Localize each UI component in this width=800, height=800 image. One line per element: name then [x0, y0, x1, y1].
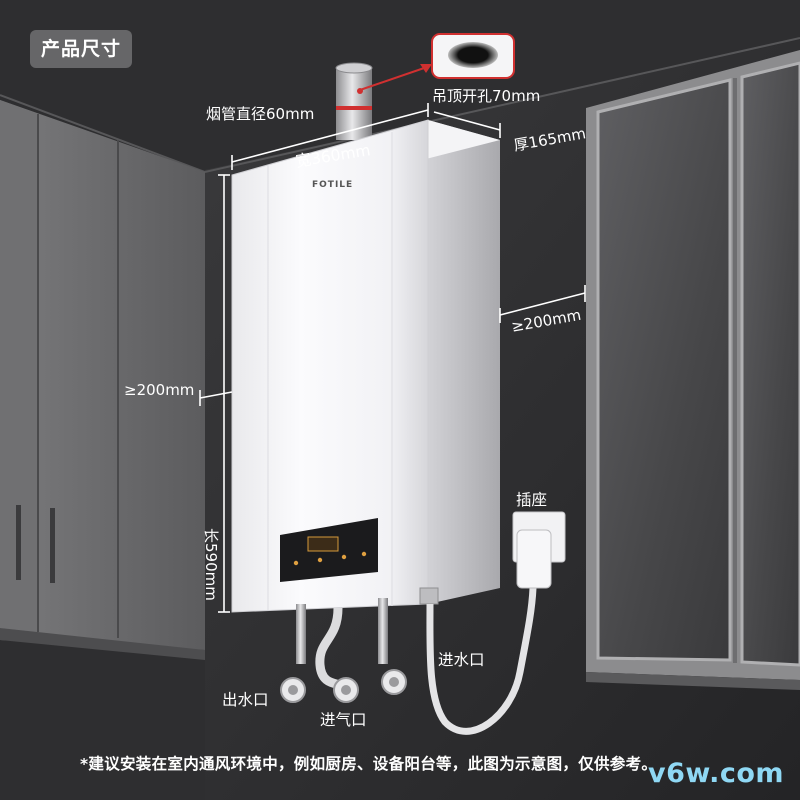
- display-screen: [307, 536, 339, 552]
- left-clearance-label: ≥200mm: [124, 381, 195, 399]
- control-panel: [280, 518, 378, 582]
- power-plug: [516, 529, 552, 589]
- outlet-pipes: [280, 598, 407, 703]
- left-cabinet: [0, 100, 205, 660]
- watermark: v6w.com: [648, 758, 785, 789]
- wall-socket: [512, 511, 566, 589]
- cabinet-handle: [16, 505, 21, 580]
- footer-note: *建议安装在室内通风环境中，例如厨房、设备阳台等，此图为示意图，仅供参考。: [80, 755, 658, 773]
- brand-logo: FOTILE: [312, 180, 354, 190]
- dimension-lines: [199, 103, 586, 613]
- mode-icon: [361, 551, 367, 557]
- water-inlet-label: 进水口: [438, 651, 485, 669]
- water-inlet-fitting: [419, 587, 439, 605]
- water-outlet-label: 出水口: [222, 691, 269, 709]
- power-icon: [293, 560, 299, 566]
- chimney-diameter-label: 烟管直径60mm: [206, 105, 315, 123]
- heater-side: [428, 120, 500, 604]
- plus-icon: [341, 554, 347, 560]
- cabinet-handle: [50, 508, 55, 583]
- gas-inlet-label: 进气口: [320, 711, 367, 729]
- ceiling-hole-callout: [357, 33, 515, 94]
- ceiling-hole-label: 吊顶开孔70mm: [432, 87, 541, 105]
- page-title-badge: 产品尺寸: [30, 30, 132, 68]
- length-label: 长590mm: [202, 528, 220, 601]
- right-cabinet: [586, 50, 800, 690]
- water-inlet-hose: [426, 587, 537, 735]
- minus-icon: [317, 557, 323, 563]
- chimney-pipe: [335, 62, 373, 140]
- socket-label: 插座: [516, 491, 548, 509]
